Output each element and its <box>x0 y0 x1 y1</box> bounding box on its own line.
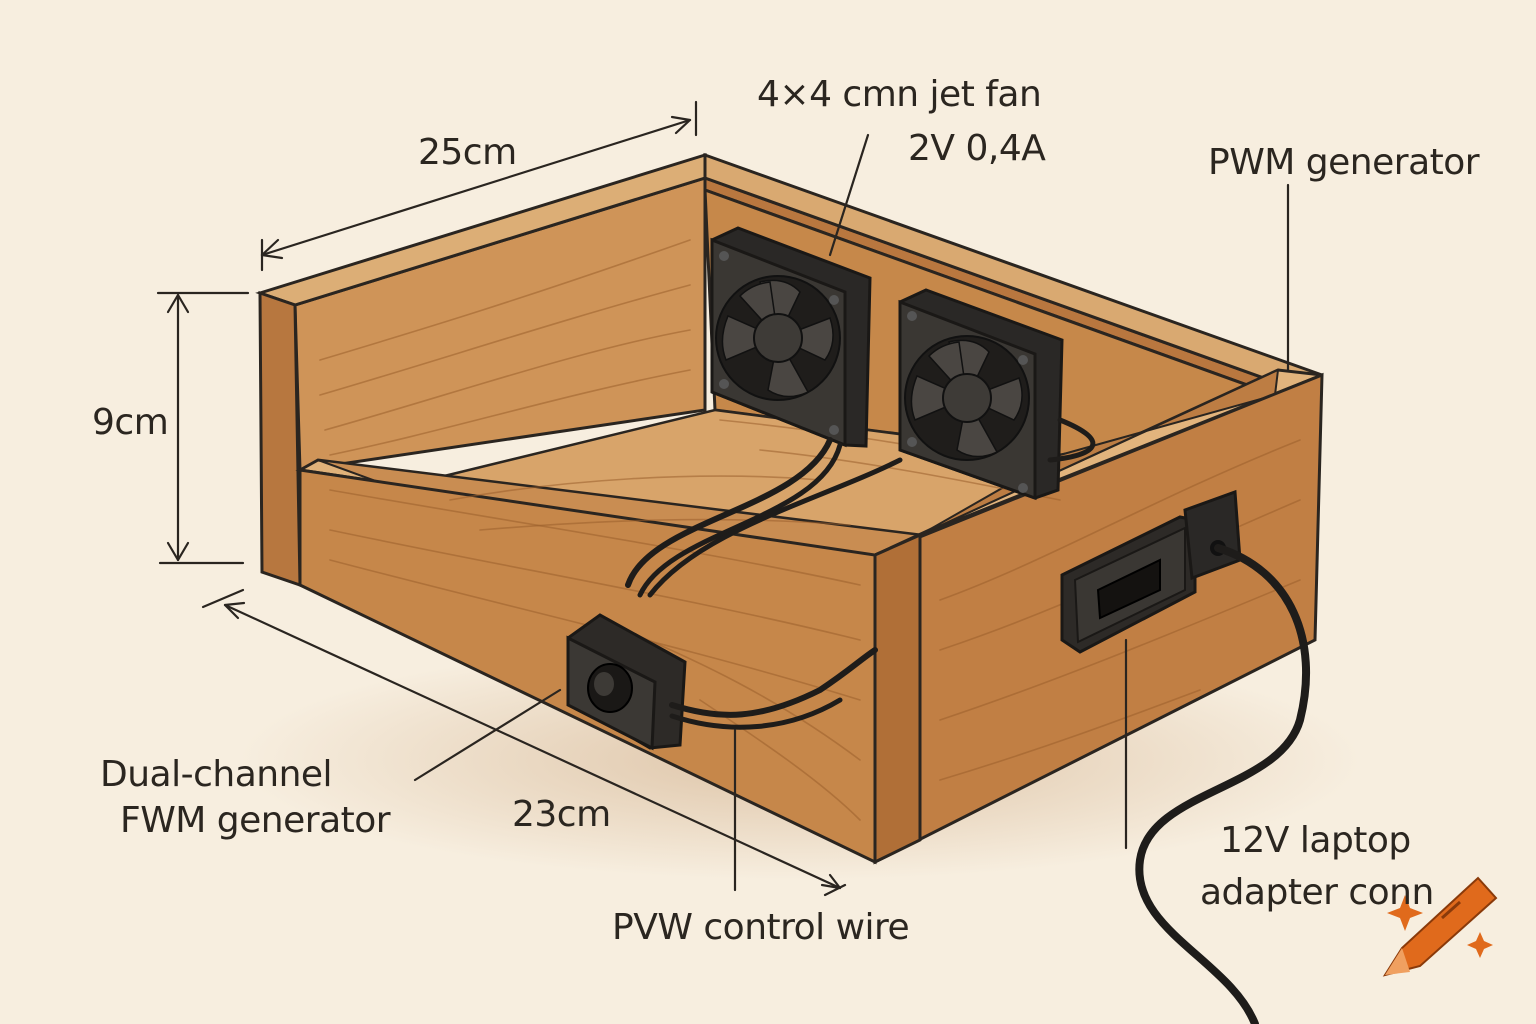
left-wall-end <box>258 290 302 588</box>
crayon-logo-icon <box>1382 876 1498 977</box>
leader-lines <box>413 133 1290 892</box>
dual-channel-label-line1: Dual-channel <box>100 754 333 795</box>
dim-width-label: 25cm <box>418 132 517 173</box>
cooling-fan-icon <box>710 226 872 448</box>
cooling-fan-icon <box>898 288 1064 501</box>
adapter-label-line2: adapter conn <box>1200 872 1434 913</box>
power-cord <box>1135 544 1311 1024</box>
dim-depth-label: 23cm <box>512 794 611 835</box>
rocker-switch-icon <box>1060 489 1242 654</box>
dim-height-label: 9cm <box>92 402 169 443</box>
fan-label-line2: 2V 0,4A <box>908 128 1046 169</box>
dimension-lines <box>156 100 847 897</box>
adapter-label-line1: 12V laptop <box>1220 820 1411 861</box>
right-wall-end <box>873 532 922 865</box>
dual-channel-label-line2: FWM generator <box>120 800 391 841</box>
control-wire-label: PVW control wire <box>612 907 910 948</box>
knob-cable <box>669 647 878 730</box>
fan-label-line1: 4×4 cmn jet fan <box>757 74 1042 115</box>
fan-cables <box>625 417 1096 598</box>
pwm-generator-label: PWM generator <box>1208 142 1480 183</box>
right-wall-inner <box>919 368 1280 536</box>
pwm-knob-icon <box>566 613 687 751</box>
